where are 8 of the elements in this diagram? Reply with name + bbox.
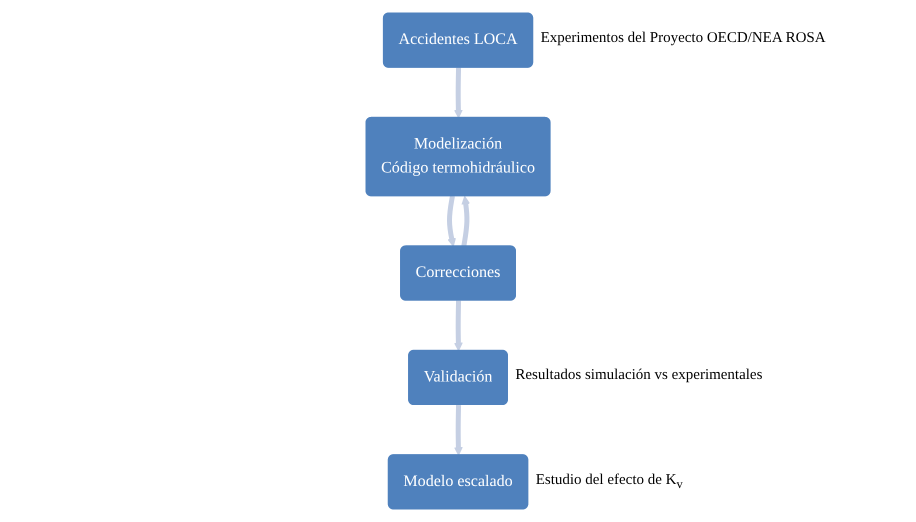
note-text: Estudio del efecto de K$_{v}$ — [536, 472, 683, 492]
arrow — [454, 300, 463, 352]
note-text: Resultados simulación vs experimentales — [515, 367, 762, 384]
arrow — [446, 196, 456, 247]
arrow — [454, 405, 463, 456]
arrow — [461, 196, 470, 247]
arrow — [454, 68, 463, 118]
note-text: Experimentos del Proyecto OECD/NEA ROSA — [540, 30, 826, 48]
